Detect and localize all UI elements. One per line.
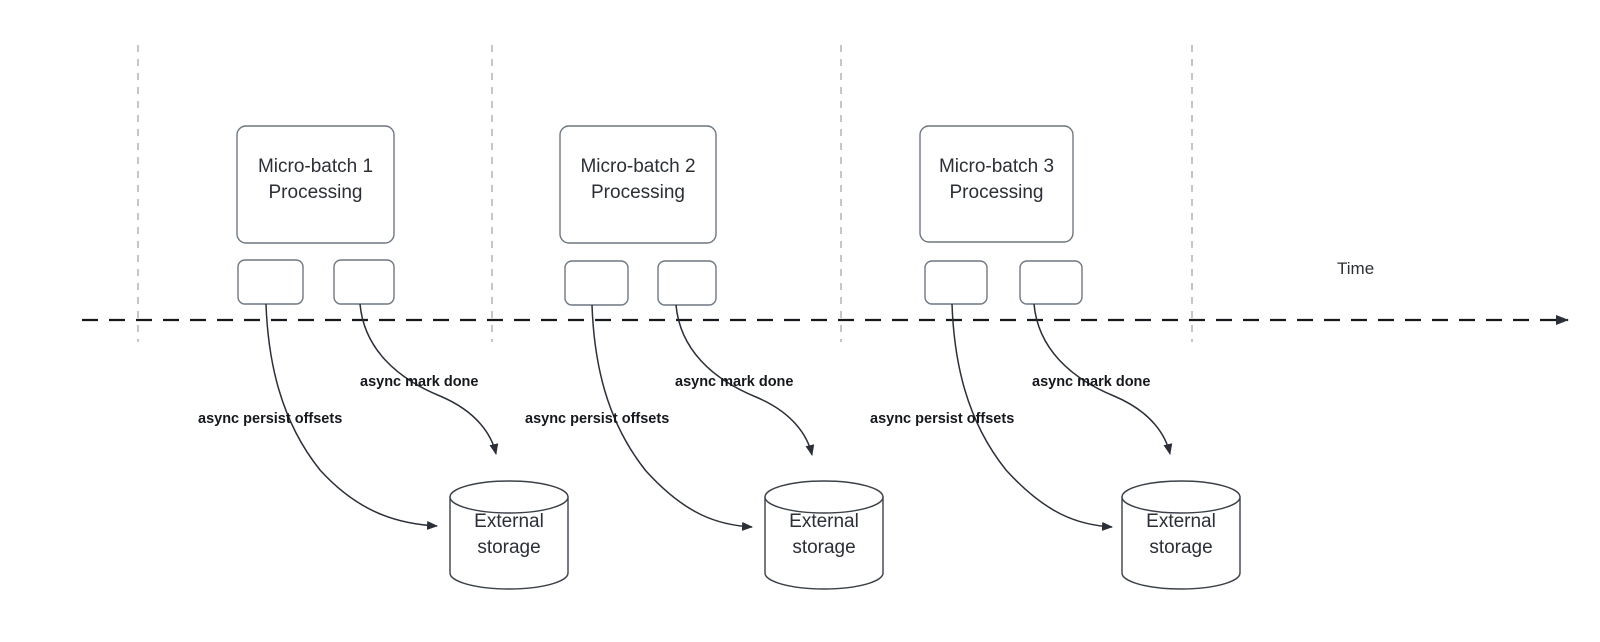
micro-batch-3-label-line1: Micro-batch 3 [939,156,1054,177]
batch-2-group: Micro-batch 2 Processing async persist o… [525,125,884,590]
batch-3-group: Micro-batch 3 Processing async persist o… [870,125,1241,590]
micro-batch-1-box[interactable] [236,125,395,244]
batch-2-mark-done-label: async mark done [675,374,793,390]
time-axis-label: Time [1337,259,1374,278]
batch-2-persist-offsets-arrow [591,304,753,531]
micro-batch-3-label-line2: Processing [950,182,1044,203]
micro-batch-2-box[interactable] [559,125,717,244]
batch-2-persist-offsets-label: async persist offsets [525,411,669,427]
micro-batch-1-task-box-left[interactable] [237,259,304,305]
batch-3-external-storage-cylinder[interactable]: External storage [1121,480,1241,590]
batch-1-storage-label-line1: External [474,511,544,532]
batch-1-persist-offsets-arrow [265,303,438,530]
micro-batch-3-task-box-right[interactable] [1019,260,1083,305]
batch-1-mark-done-arrow [359,303,499,455]
micro-batch-1-task-box-right[interactable] [333,259,395,305]
batch-3-mark-done-arrow [1033,303,1173,455]
batch-3-storage-label-line1: External [1146,511,1216,532]
batch-2-storage-label-line1: External [789,511,859,532]
batch-3-mark-done-label: async mark done [1032,374,1150,390]
micro-batch-3-box[interactable] [919,125,1074,243]
batch-2-storage-label-line2: storage [792,537,855,558]
batch-3-storage-label-line2: storage [1149,537,1212,558]
batch-2-mark-done-arrow [675,304,815,456]
batch-3-persist-offsets-label: async persist offsets [870,411,1014,427]
micro-batch-2-label-line1: Micro-batch 2 [580,156,695,177]
batch-1-persist-offsets-label: async persist offsets [198,411,342,427]
batch-3-persist-offsets-arrow [951,303,1113,531]
batch-2-external-storage-cylinder[interactable]: External storage [764,480,884,590]
micro-batch-2-task-box-right[interactable] [657,260,717,306]
micro-batch-1-label-line1: Micro-batch 1 [258,156,373,177]
batch-1-storage-label-line2: storage [477,537,540,558]
micro-batch-2-task-box-left[interactable] [564,260,629,306]
batch-1-group: Micro-batch 1 Processing async persist o… [198,125,569,590]
batch-1-external-storage-cylinder[interactable]: External storage [449,480,569,590]
micro-batch-3-task-box-left[interactable] [924,260,988,305]
batch-1-mark-done-label: async mark done [360,374,478,390]
micro-batch-2-label-line2: Processing [591,182,685,203]
micro-batch-1-label-line2: Processing [269,182,363,203]
